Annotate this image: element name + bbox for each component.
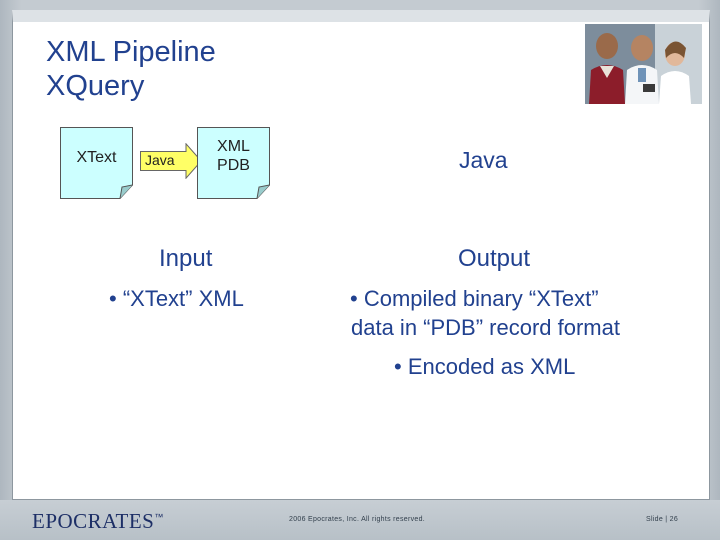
output-heading: Output: [458, 245, 531, 272]
epocrates-logo: EPOCRATES™: [32, 505, 164, 533]
footer-bar: [0, 500, 720, 540]
input-heading: Input: [159, 245, 213, 272]
title-line-1: XML Pipeline: [46, 36, 216, 68]
document-icon: [60, 127, 133, 199]
xml-pdb-label: XML PDB: [197, 137, 270, 175]
slide-title: XML Pipeline XQuery: [46, 35, 216, 103]
output-bullet-1-line-2: data in “PDB” record format: [351, 315, 620, 340]
doctors-photo: [585, 24, 702, 104]
copyright-text: 2006 Epocrates, Inc. All rights reserved…: [289, 516, 426, 523]
arrow-java-label: Java: [145, 152, 175, 168]
input-bullet-1: • “XText” XML: [109, 286, 244, 311]
output-bullet-2: • Encoded as XML: [394, 354, 576, 379]
title-line-2: XQuery: [46, 70, 145, 102]
java-heading: Java: [459, 147, 508, 173]
trademark-mark: ™: [154, 512, 164, 522]
pdb-label: PDB: [217, 157, 250, 174]
arrow-right-icon: [140, 142, 202, 180]
doctors-photo-illustration: [585, 24, 702, 104]
output-bullet-1-line-1: • Compiled binary “XText”: [350, 286, 599, 311]
slide-number: Slide | 26: [646, 516, 679, 523]
xtext-document-shape: XText: [60, 127, 133, 199]
xtext-label: XText: [76, 149, 117, 166]
xml-label: XML: [217, 138, 250, 155]
xml-pdb-document-shape: XML PDB: [197, 127, 270, 199]
pipeline-arrow: [140, 142, 202, 184]
logo-text: EPOCRATES: [32, 509, 155, 533]
document-icon: [197, 127, 270, 199]
